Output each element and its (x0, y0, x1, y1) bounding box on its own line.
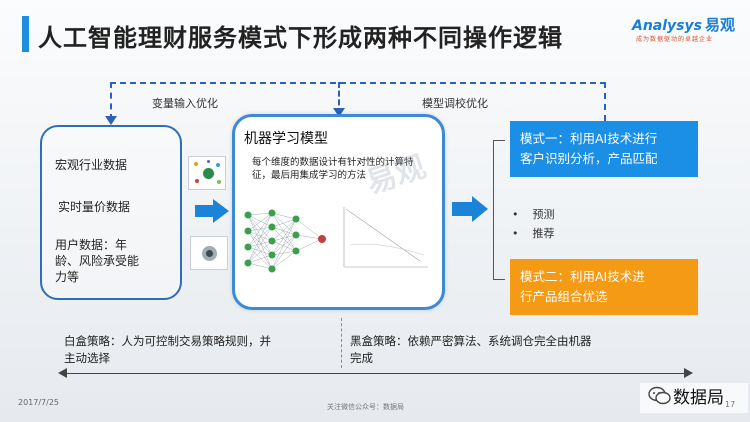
bullet-recommend: • 推荐 (512, 227, 555, 240)
bullet-dot: • (512, 227, 533, 240)
page-title: 人工智能理财服务模式下形成两种不同操作逻辑 (38, 24, 563, 52)
input-macro-data: 宏观行业数据 (55, 158, 128, 172)
input-data-box (40, 125, 182, 300)
feedback-loop-left (110, 82, 112, 120)
feedback-arrowhead-left (105, 116, 117, 125)
logo-tagline: 成为数据驱动的卓越企业 (636, 36, 714, 43)
page-number: 17 (725, 400, 736, 409)
title-accent-bar (22, 16, 29, 52)
cluster-thumbnail (190, 236, 228, 270)
feedback-loop-top (110, 82, 606, 84)
feedback-loop-mid (338, 82, 340, 114)
mode-one-line1: 模式一：利用AI技术进行 (520, 131, 658, 146)
learning-curve-illustration (343, 207, 428, 268)
axis-arrow-right (684, 368, 693, 378)
wechat-account-name: 数据局 (673, 388, 724, 408)
strategy-spectrum-axis (60, 373, 690, 374)
mode-one-box: 模式一：利用AI技术进行 客户识别分析，产品匹配 (510, 121, 698, 177)
feedback-loop-right (604, 82, 606, 121)
wechat-icon (648, 386, 671, 405)
black-box-strategy-line1: 黑盒策略：依赖严密算法、系统调仓完全由机器 (350, 334, 592, 348)
strategy-divider (341, 318, 342, 368)
black-box-strategy-line2: 完成 (350, 351, 373, 365)
ml-model-title: 机器学习模型 (244, 131, 328, 147)
neural-network-illustration (244, 209, 326, 273)
output-bracket (493, 140, 505, 280)
white-box-strategy-line1: 白盒策略：人为可控制交易策略规则，并 (64, 334, 271, 348)
footer-center-text: 关注微信公众号：数据局 (327, 403, 404, 411)
mode-two-box: 模式二：利用AI技术进 行产品组合优选 (510, 259, 698, 315)
bullet-predict: • 预测 (512, 208, 555, 221)
feedback-label-variables: 变量输入优化 (152, 97, 218, 110)
input-realtime-data: 实时量价数据 (58, 200, 131, 214)
mode-two-line1: 模式二：利用AI技术进 (520, 269, 645, 284)
arrow-to-modes (452, 196, 488, 222)
ml-model-description: 每个维度的数据设计有针对性的计算特征，最后用集成学习的方法 (252, 157, 414, 181)
ml-model-box (232, 114, 445, 310)
white-box-strategy-line2: 主动选择 (64, 351, 110, 365)
mode-two-line2: 行产品组合优选 (520, 289, 608, 304)
axis-arrow-left (58, 368, 67, 378)
mode-one-line2: 客户识别分析，产品匹配 (520, 151, 658, 166)
feedback-arrowhead-mid (333, 108, 345, 117)
footer-date: 2017/7/25 (18, 398, 60, 407)
arrow-to-model (195, 199, 229, 223)
input-user-data-line3: 力等 (55, 270, 80, 284)
input-user-data-line1: 用户数据：年 (55, 238, 128, 252)
bullet-dot: • (512, 208, 533, 221)
scatter-thumbnail (188, 156, 226, 190)
input-user-data-line2: 龄、风险承受能 (55, 254, 140, 268)
feedback-label-tuning: 模型调校优化 (422, 97, 488, 110)
